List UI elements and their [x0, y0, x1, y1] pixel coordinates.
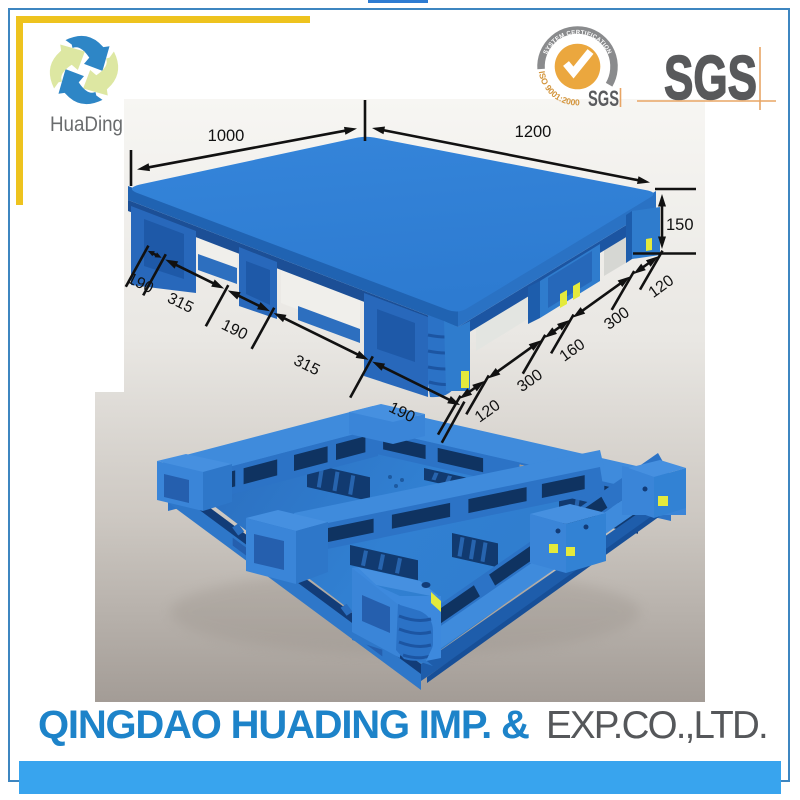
svg-text:HuaDing: HuaDing [50, 113, 123, 136]
svg-text:1200: 1200 [515, 123, 552, 141]
svg-text:EXP.CO.,LTD.: EXP.CO.,LTD. [546, 704, 767, 747]
svg-text:SGS: SGS [588, 86, 619, 111]
svg-text:150: 150 [666, 216, 694, 234]
svg-text:1000: 1000 [208, 127, 245, 145]
svg-text:SGS: SGS [664, 44, 757, 113]
svg-text:QINGDAO HUADING IMP. &: QINGDAO HUADING IMP. & [38, 703, 529, 747]
